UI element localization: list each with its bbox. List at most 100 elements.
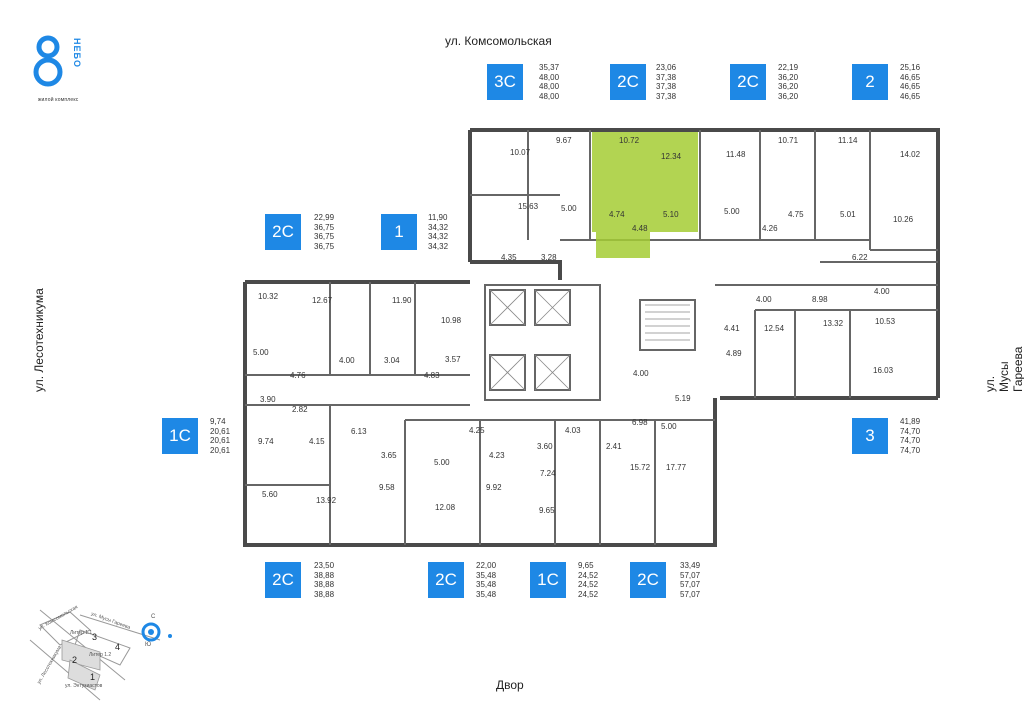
- minimap-number: 2: [72, 655, 78, 665]
- room-area: 3.90: [260, 395, 276, 404]
- minimap-number: 3: [92, 632, 98, 642]
- room-area: 4.00: [339, 356, 355, 365]
- room-area: 11.48: [726, 150, 746, 159]
- room-area: 5.19: [675, 394, 691, 403]
- apartment-type-badge: 2С: [730, 64, 766, 100]
- street-top: ул. Комсомольская: [445, 34, 552, 48]
- apartment-type-badge: 2: [852, 64, 888, 100]
- room-area: 9.92: [486, 483, 502, 492]
- room-area: 4.00: [756, 295, 772, 304]
- room-area: 4.35: [501, 253, 517, 262]
- room-area: 8.98: [812, 295, 828, 304]
- room-area: 9.67: [556, 136, 572, 145]
- room-area: 3.65: [381, 451, 397, 460]
- room-area: 4.25: [469, 426, 485, 435]
- compass-south: Ю: [145, 642, 152, 648]
- room-area: 5.01: [840, 210, 856, 219]
- room-area: 10.32: [258, 292, 279, 301]
- logo-eight-icon: [33, 35, 63, 87]
- room-area: 3.28: [541, 253, 557, 262]
- room-area: 5.00: [434, 458, 450, 467]
- room-area: 4.03: [565, 426, 581, 435]
- room-area: 4.75: [788, 210, 804, 219]
- room-area: 3.57: [445, 355, 461, 364]
- apartment-type-badge: 1С: [162, 418, 198, 454]
- room-area: 5.00: [724, 207, 740, 216]
- room-area: 13.32: [823, 319, 844, 328]
- room-area: 4.23: [489, 451, 505, 460]
- room-area: 14.02: [900, 150, 921, 159]
- compass-icon: [141, 622, 161, 642]
- room-area: 4.76: [290, 371, 306, 380]
- room-area: 3.60: [537, 442, 553, 451]
- room-area: 13.92: [316, 496, 337, 505]
- compass-north: С: [151, 614, 156, 620]
- room-area: 15.72: [630, 463, 651, 472]
- room-area: 16.03: [873, 366, 894, 375]
- minimap-section: Литер 1.1: [70, 630, 93, 636]
- room-area: 17.77: [666, 463, 687, 472]
- room-area: 4.15: [309, 437, 325, 446]
- apartment-type-badge: 2С: [630, 562, 666, 598]
- room-area: 2.82: [292, 405, 308, 414]
- logo-tagline: жилой комплекс: [38, 97, 79, 103]
- room-area: 12.67: [312, 296, 333, 305]
- room-area: 5.00: [561, 204, 577, 213]
- room-area: 4.48: [632, 224, 648, 233]
- minimap-number: 1: [90, 672, 96, 682]
- apartment-type-badge: 3С: [487, 64, 523, 100]
- room-area: 5.00: [253, 348, 269, 357]
- room-area: 7.24: [540, 469, 556, 478]
- room-area: 6.13: [351, 427, 367, 436]
- apartment-type-badge: 3: [852, 418, 888, 454]
- room-area: 10.53: [875, 317, 896, 326]
- minimap-number: 4: [115, 642, 121, 652]
- room-area: 10.71: [778, 136, 799, 145]
- room-area: 11.90: [392, 296, 412, 305]
- apartment-type-badge: 2С: [428, 562, 464, 598]
- room-area: 2.41: [606, 442, 622, 451]
- minimap-section: Литер 1.2: [89, 652, 112, 658]
- room-area: 5.00: [661, 422, 677, 431]
- room-area: 5.10: [663, 210, 679, 219]
- room-area: 6.22: [852, 253, 868, 262]
- room-area: 4.00: [874, 287, 890, 296]
- highlighted-apartment[interactable]: [592, 132, 698, 258]
- room-area: 4.89: [726, 349, 742, 358]
- room-area: 4.74: [609, 210, 625, 219]
- room-area: 12.34: [661, 152, 682, 161]
- room-area: 10.07: [510, 148, 531, 157]
- apartment-type-badge: 1С: [530, 562, 566, 598]
- apartment-type-badge: 1: [381, 214, 417, 250]
- room-area: 10.72: [619, 136, 640, 145]
- room-area: 9.65: [539, 506, 555, 515]
- room-area: 6.98: [632, 418, 648, 427]
- room-area: 10.26: [893, 215, 914, 224]
- room-area: 9.58: [379, 483, 395, 492]
- room-area: 9.74: [258, 437, 274, 446]
- room-area: 4.26: [762, 224, 778, 233]
- apartment-type-badge: 2С: [265, 214, 301, 250]
- apartment-type-badge: 2С: [265, 562, 301, 598]
- minimap-street: ул. Энтузиастов: [65, 683, 103, 689]
- room-area: 11.14: [838, 136, 858, 145]
- room-area: 4.00: [633, 369, 649, 378]
- room-area: 10.98: [441, 316, 462, 325]
- room-area: 12.54: [764, 324, 785, 333]
- room-area: 4.41: [724, 324, 740, 333]
- street-bottom: Двор: [496, 678, 524, 692]
- room-area: 12.08: [435, 503, 456, 512]
